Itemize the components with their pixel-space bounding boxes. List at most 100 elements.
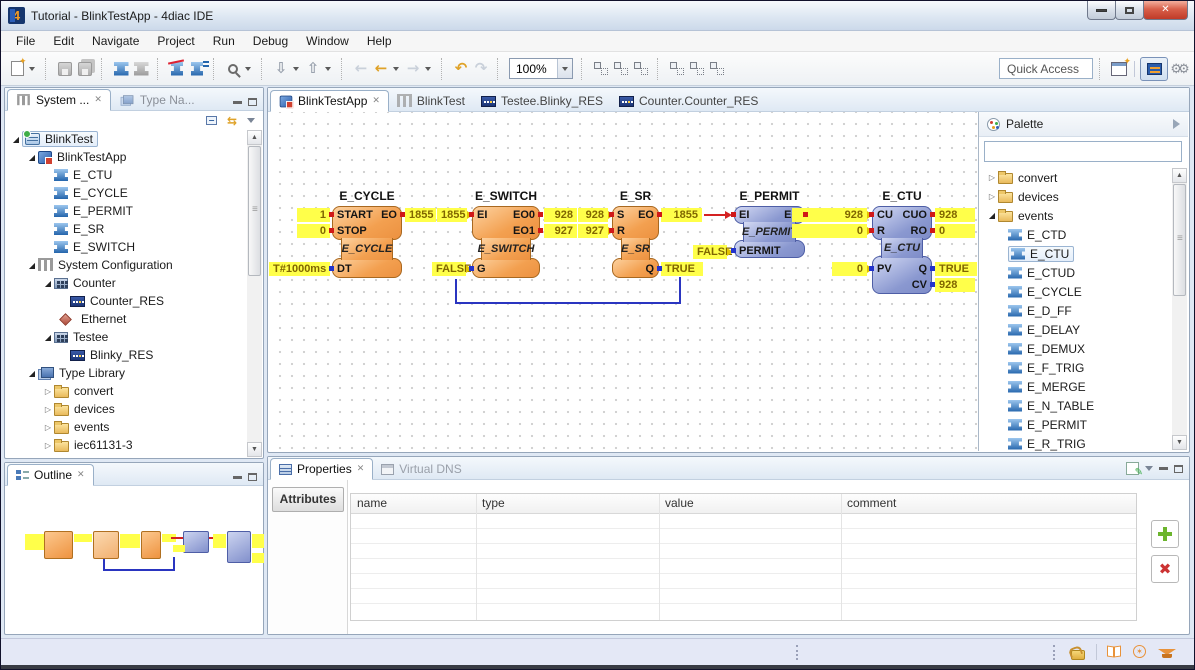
data-pin-icon[interactable]: [469, 266, 474, 271]
tab-system-explorer[interactable]: System ... ✕: [7, 89, 111, 111]
palette-item-e-demux[interactable]: E_DEMUX: [980, 339, 1171, 358]
watch-value-connection[interactable]: 928: [578, 208, 614, 222]
pin-permit[interactable]: PERMIT: [739, 245, 781, 257]
tab-type-navigator[interactable]: Type Na...: [111, 89, 203, 111]
event-pin-icon[interactable]: [731, 212, 736, 217]
new-application-icon[interactable]: [131, 57, 151, 81]
pin-eo1[interactable]: EO1: [512, 225, 535, 237]
pin-ro[interactable]: RO: [910, 225, 928, 237]
last-edit-icon[interactable]: ←: [354, 59, 368, 77]
attributes-side-tab[interactable]: Attributes: [272, 487, 344, 512]
back-icon[interactable]: ←: [374, 59, 388, 77]
tree-item-blinky-res[interactable]: Blinky_RES: [6, 346, 246, 364]
export-dropdown-icon[interactable]: [325, 66, 331, 71]
delete-attribute-button[interactable]: ✖: [1151, 555, 1179, 583]
maximize-view-icon[interactable]: [248, 98, 257, 106]
data-pin-icon[interactable]: [731, 248, 736, 253]
watch-value-connection[interactable]: 928: [544, 208, 577, 222]
watch-value-connection[interactable]: 1855: [405, 208, 436, 222]
watch-value-stop[interactable]: 0: [297, 224, 330, 238]
expander-icon[interactable]: ◢: [988, 211, 996, 220]
palette-item-e-n-table[interactable]: E_N_TABLE: [980, 396, 1171, 415]
palette-item-e-cycle[interactable]: E_CYCLE: [980, 282, 1171, 301]
tree-item-devices[interactable]: ▷ devices: [6, 400, 246, 418]
expander-icon[interactable]: ▷: [988, 192, 996, 201]
tree-item-type-library[interactable]: ◢ Type Library: [6, 364, 246, 382]
view-menu-icon[interactable]: [1145, 466, 1153, 471]
zoom-dropdown-icon[interactable]: [245, 66, 251, 71]
close-tab-icon[interactable]: ✕: [94, 94, 102, 105]
lock-icon[interactable]: [1068, 643, 1088, 661]
attribute-row-empty[interactable]: [351, 604, 1136, 619]
event-pin-icon[interactable]: [329, 212, 334, 217]
tab-properties[interactable]: Properties ✕: [270, 458, 374, 480]
menu-navigate[interactable]: Navigate: [92, 34, 140, 48]
import-icon[interactable]: ⇩: [274, 59, 288, 77]
event-pin-icon[interactable]: [329, 228, 334, 233]
data-pin-icon[interactable]: [329, 266, 334, 271]
expander-icon[interactable]: ◢: [28, 368, 36, 378]
scroll-up-icon[interactable]: ▲: [247, 130, 262, 145]
palette-item-e-merge[interactable]: E_MERGE: [980, 377, 1171, 396]
pin-r[interactable]: R: [617, 225, 625, 237]
layout-icon-5[interactable]: [689, 61, 705, 76]
tree-item-e-cycle[interactable]: E_CYCLE: [6, 184, 246, 202]
tab-virtual-dns[interactable]: Virtual DNS: [373, 458, 469, 480]
link-with-editor-icon[interactable]: ⇆: [226, 113, 237, 128]
menu-debug[interactable]: Debug: [252, 34, 289, 48]
pin-ei[interactable]: EI: [477, 209, 488, 221]
watch-value-cv[interactable]: 928: [935, 278, 975, 292]
scrollbar-thumb[interactable]: [1173, 184, 1186, 296]
tree-item-blinktestapp[interactable]: ◢ BlinkTestApp: [6, 148, 246, 166]
layout-icon-1[interactable]: [593, 61, 609, 76]
watch-value-dt[interactable]: T#1000ms: [269, 262, 330, 276]
open-perspective-icon[interactable]: [1109, 56, 1131, 81]
event-pin-icon[interactable]: [930, 212, 935, 217]
data-pin-icon[interactable]: [930, 266, 935, 271]
close-button[interactable]: ✕: [1143, 1, 1188, 20]
palette-item-e-ctu[interactable]: E_CTU: [980, 244, 1171, 263]
undo-icon[interactable]: ↶: [454, 59, 468, 77]
watch-value-permit[interactable]: FALSE: [693, 245, 733, 259]
pin-eo[interactable]: EO: [381, 209, 397, 221]
pin-stop[interactable]: STOP: [337, 225, 367, 237]
watch-value-g[interactable]: FALSE: [432, 262, 472, 276]
palette-item-e-permit[interactable]: E_PERMIT: [980, 415, 1171, 434]
minimize-view-icon[interactable]: [1159, 467, 1168, 470]
watch-value-connection[interactable]: 927: [578, 224, 614, 238]
tree-item-e-ctu[interactable]: E_CTU: [6, 166, 246, 184]
palette-item-e-ctud[interactable]: E_CTUD: [980, 263, 1171, 282]
minimize-view-icon[interactable]: [233, 475, 242, 479]
data-pin-icon[interactable]: [930, 282, 935, 287]
palette-item-e-f-trig[interactable]: E_F_TRIG: [980, 358, 1171, 377]
tree-item-counter-res[interactable]: Counter_RES: [6, 292, 246, 310]
collapse-all-icon[interactable]: −: [205, 116, 217, 125]
fb-e-cycle[interactable]: E_CYCLE E_CYCLE START STOP DT EO: [329, 189, 405, 280]
column-value[interactable]: value: [665, 496, 694, 510]
watch-value-q[interactable]: TRUE: [661, 262, 703, 276]
attribute-row-empty[interactable]: [351, 544, 1136, 559]
watch-value-cuo[interactable]: 928: [935, 208, 975, 222]
palette-item-e-ctd[interactable]: E_CTD: [980, 225, 1171, 244]
pin-eo[interactable]: EO: [638, 209, 654, 221]
tree-item-e-sr[interactable]: E_SR: [6, 220, 246, 238]
expander-icon[interactable]: ▷: [44, 386, 52, 396]
pin-ei[interactable]: EI: [739, 209, 750, 221]
tab-testee-blinky-res[interactable]: Testee.Blinky_RES: [473, 90, 611, 112]
maximize-view-icon[interactable]: [248, 473, 257, 481]
expander-icon[interactable]: ▷: [44, 404, 52, 414]
tree-item-e-switch[interactable]: E_SWITCH: [6, 238, 246, 256]
watch-value-r[interactable]: 0: [792, 224, 873, 238]
attribute-row-empty[interactable]: [351, 559, 1136, 574]
tab-blinktestapp[interactable]: BlinkTestApp ✕: [270, 90, 389, 112]
palette-folder-devices[interactable]: ▷ devices: [980, 187, 1171, 206]
watch-value-pv[interactable]: 0: [832, 262, 873, 276]
zoom-tool-icon[interactable]: [223, 57, 243, 81]
back-dropdown-icon[interactable]: [393, 66, 399, 71]
new-fb-type-icon[interactable]: [111, 57, 131, 81]
outline-thumbnail[interactable]: [13, 501, 264, 611]
pin-cv[interactable]: CV: [911, 279, 927, 291]
new-wizard-icon[interactable]: [7, 56, 27, 81]
tree-item-system-configuration[interactable]: ◢ System Configuration: [6, 256, 246, 274]
export-icon[interactable]: ⇧: [306, 59, 320, 77]
